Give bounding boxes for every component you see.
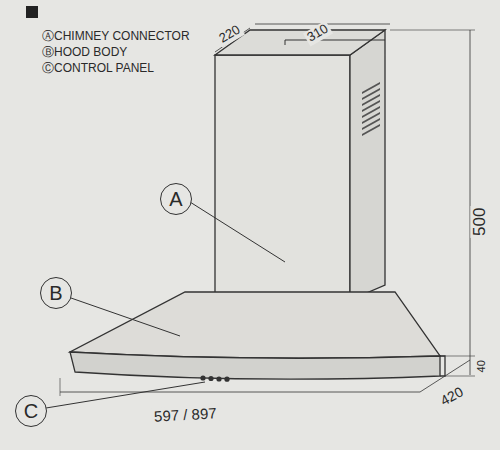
callout-letter: B (49, 283, 62, 303)
callout-letter: A (169, 189, 182, 209)
callout-circle: B (40, 277, 72, 309)
vent-slot (362, 124, 380, 136)
vent-slot (362, 112, 380, 124)
dimension: 420 (436, 382, 468, 409)
callout-circle: A (160, 183, 192, 215)
vent-slot (362, 88, 380, 100)
dimension: 597 / 897 (151, 405, 218, 426)
vent-slots (362, 82, 380, 136)
dimension: 310 (303, 20, 333, 46)
vent-slot (362, 94, 380, 106)
vent-slot (362, 100, 380, 112)
dimension: 500 (470, 206, 490, 238)
dimension: 220 (215, 21, 245, 47)
vent-slot (362, 82, 380, 94)
legend-text: ⒸCONTROL PANEL (40, 62, 156, 76)
dimension: 40 (475, 358, 488, 374)
callout-letter: C (24, 401, 38, 421)
vent-slot (362, 118, 380, 130)
control-buttons (200, 375, 229, 381)
legend-text: ⒶCHIMNEY CONNECTOR (40, 30, 192, 44)
legend-text: ⒷHOOD BODY (40, 46, 129, 60)
callout-circle: C (15, 395, 47, 427)
corner-mark (26, 6, 38, 18)
vent-slot (362, 106, 380, 118)
